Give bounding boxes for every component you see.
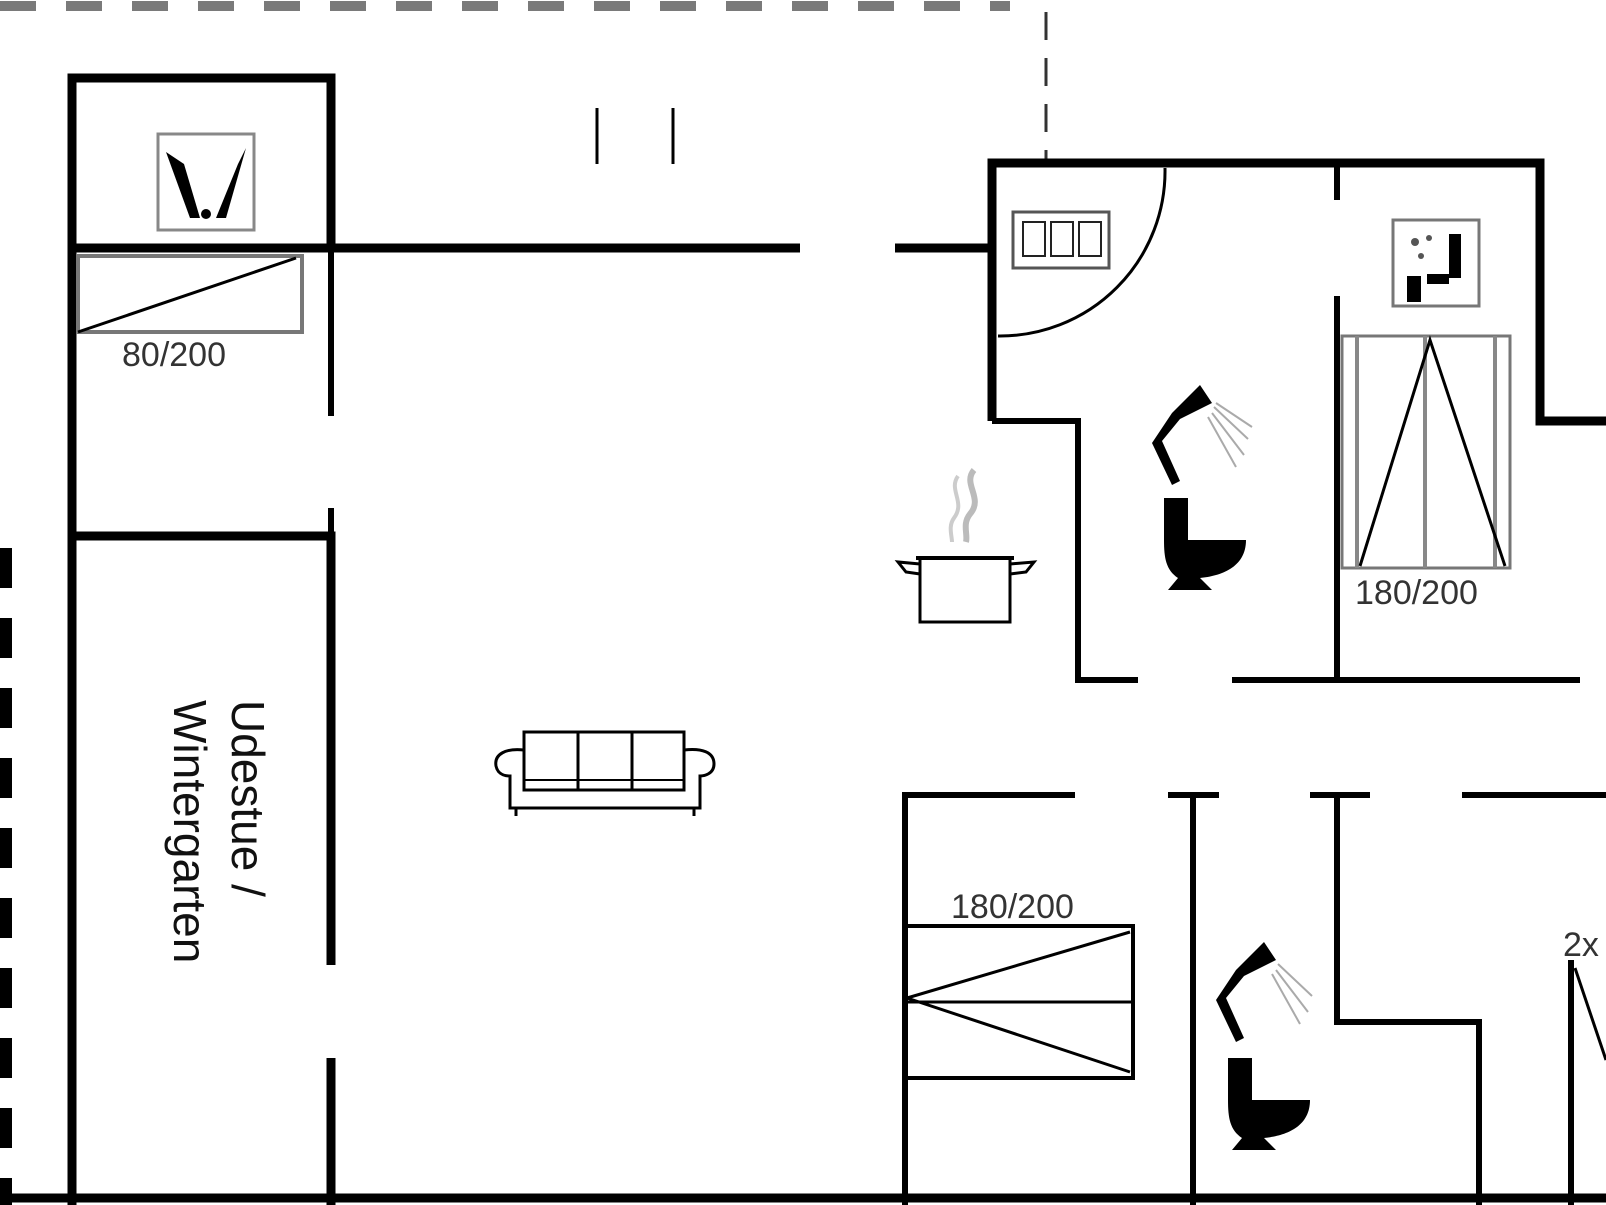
svg-text:Wintergarten: Wintergarten <box>164 700 216 963</box>
bathroom-outer-wall <box>987 158 1606 426</box>
toilet-icon-lower <box>1228 1058 1310 1150</box>
svg-text:Udestue /: Udestue / <box>222 700 274 897</box>
winter-garden-wall <box>72 531 336 965</box>
washing-machine-icon <box>156 132 256 232</box>
utility-room-wall <box>67 73 336 248</box>
partial-bed-size-label: 2x <box>1563 926 1599 964</box>
single-bed-diagonal <box>77 256 297 334</box>
double-bed-upper <box>1340 334 1512 570</box>
bathroom-inner-wall <box>992 418 1138 683</box>
double-bed-upper-size-label: 180/200 <box>1355 574 1478 612</box>
shower-icon-lower <box>1216 942 1313 1042</box>
winter-garden-label: Udestue / Wintergarten <box>164 700 274 963</box>
cooking-pot-icon <box>894 468 1038 624</box>
double-bed-lower-size-label: 180/200 <box>951 888 1074 926</box>
bathroom2-east-wall <box>1334 795 1482 1205</box>
sofa-icon <box>494 730 716 816</box>
single-bed <box>76 254 304 334</box>
single-bed-size-label: 80/200 <box>122 336 226 374</box>
door-swing-arc <box>997 167 1167 338</box>
partial-bed <box>1573 967 1606 1061</box>
toilet-icon <box>1164 498 1246 590</box>
sauna-icon <box>1391 218 1481 308</box>
shower-icon <box>1152 385 1253 485</box>
utility-sink-icon <box>1011 210 1111 270</box>
double-bed-lower <box>901 924 1135 1080</box>
